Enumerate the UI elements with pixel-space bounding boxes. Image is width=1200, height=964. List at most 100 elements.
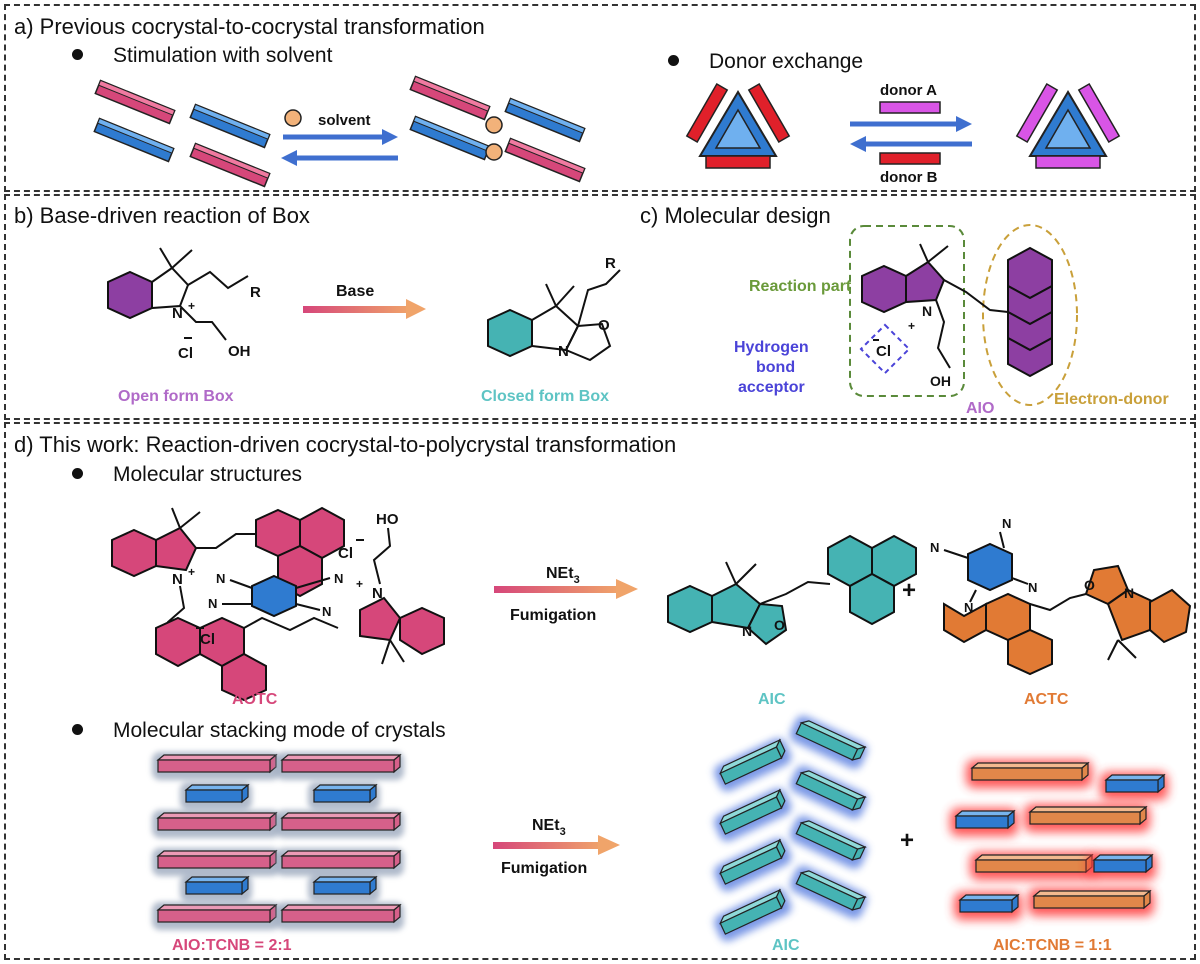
aio-slab (276, 810, 404, 838)
closed-form-label: Closed form Box (481, 388, 609, 405)
base-arrow: Base (303, 283, 426, 319)
svg-text:N: N (558, 343, 569, 360)
tcnb-slab (950, 808, 1018, 836)
aio-slab (152, 848, 280, 876)
svg-text:N: N (964, 600, 973, 615)
actc-label: ACTC (1024, 691, 1069, 708)
svg-text:R: R (250, 284, 261, 301)
svg-text:+: + (188, 565, 195, 579)
svg-text:O: O (1084, 577, 1095, 593)
aic-slab (714, 888, 792, 942)
triangle-red-complex (685, 82, 791, 169)
svg-text:N: N (216, 571, 225, 586)
plus-top: + (902, 577, 916, 604)
svg-text:Cl: Cl (338, 545, 353, 562)
aic-tcnb-label: AIC:TCNB = 1:1 (993, 937, 1112, 954)
solvent-arrows: solvent (281, 109, 398, 166)
open-form-label: Open form Box (118, 388, 234, 405)
panel-a-heading: a) Previous cocrystal-to-cocrystal trans… (14, 14, 485, 39)
aio-slab (276, 752, 404, 780)
net3-arrow-bottom: NEt3 Fumigation (493, 817, 620, 877)
svg-text:N: N (322, 604, 331, 619)
open-form-box-structure: R N + OH Cl (107, 247, 261, 362)
aic-slab (790, 815, 868, 869)
tcnb-slab (1100, 772, 1168, 800)
actc-structure: N N N N O N (930, 516, 1192, 676)
donor-a-label: donor A (880, 82, 937, 99)
tcnb-slab (308, 782, 380, 810)
svg-text:N: N (1028, 580, 1037, 595)
svg-text:+: + (356, 577, 363, 591)
aio-slab (152, 810, 280, 838)
panel-bc (4, 194, 1196, 420)
aic-stack-label: AIC (772, 937, 800, 954)
svg-text:N: N (922, 303, 932, 319)
panel-d-heading: d) This work: Reaction-driven cocrystal-… (14, 432, 677, 457)
svg-text:N: N (372, 585, 383, 602)
aic-slab (790, 715, 868, 769)
aio-slab (276, 848, 404, 876)
aic-slab-orange (1024, 804, 1150, 832)
panel-c-heading: c) Molecular design (640, 203, 831, 228)
panel-d (4, 422, 1196, 960)
aic-slab (714, 838, 792, 892)
solvent-right-stack (409, 75, 586, 183)
svg-text:R: R (605, 255, 616, 272)
electron-donor-ellipse (982, 224, 1078, 406)
svg-text:OH: OH (930, 373, 951, 389)
aic-slab (790, 765, 868, 819)
svg-text:+: + (188, 299, 195, 313)
svg-text:N: N (334, 571, 343, 586)
donor-b-label: donor B (880, 169, 938, 186)
bullet-structures: Molecular structures (72, 463, 302, 487)
panel-a (4, 4, 1196, 192)
triangle-magenta-complex (1015, 82, 1121, 169)
aic-slab-orange (970, 852, 1096, 880)
fumigation-label-bottom: Fumigation (501, 860, 587, 877)
reaction-part-label: Reaction part (749, 278, 852, 295)
tcnb-slab (180, 874, 252, 902)
svg-text:NEt3: NEt3 (532, 817, 566, 838)
svg-text:OH: OH (228, 343, 251, 360)
aic-slab (790, 865, 868, 919)
panel-b-heading: b) Base-driven reaction of Box (14, 203, 310, 228)
svg-text:Cl: Cl (178, 345, 193, 362)
fumigation-label-top: Fumigation (510, 607, 596, 624)
svg-text:O: O (598, 317, 610, 334)
aio-label: AIO (966, 400, 994, 417)
plus-bottom: + (900, 827, 914, 854)
tcnb-slab (308, 874, 380, 902)
reaction-part-box (849, 225, 965, 397)
closed-form-box-structure: R O N (487, 255, 621, 362)
donor-arrows: donor A donor B (850, 82, 972, 186)
svg-text:N: N (172, 305, 183, 322)
svg-text:N: N (208, 596, 217, 611)
tcnb-slab (1088, 852, 1156, 880)
svg-text:N: N (172, 571, 183, 588)
aio-tcnb-stack (152, 752, 404, 930)
aic-tcnb-stack (950, 760, 1168, 920)
svg-text:NEt3: NEt3 (546, 565, 580, 586)
base-label: Base (336, 283, 374, 300)
tcnb-slab (180, 782, 252, 810)
svg-text:Cl: Cl (200, 631, 215, 648)
aio-structure: N + OH Cl (859, 243, 1053, 389)
net3-arrow-top: NEt3 Fumigation (494, 565, 638, 624)
svg-text:O: O (774, 617, 785, 633)
aio-slab (276, 902, 404, 930)
solvent-molecule-icon (284, 109, 302, 127)
aio-tcnb-label: AIO:TCNB = 2:1 (172, 937, 292, 954)
svg-text:N: N (1124, 585, 1134, 601)
aio-slab (152, 752, 280, 780)
svg-text:N: N (742, 623, 752, 639)
svg-text:N: N (930, 540, 939, 555)
aic-label: AIC (758, 691, 786, 708)
electron-donor-label: Electron-donor (1054, 391, 1169, 408)
aotc-label: AOTC (232, 691, 278, 708)
svg-text:Cl: Cl (876, 343, 891, 360)
svg-text:+: + (908, 319, 915, 333)
bullet-solvent: Stimulation with solvent (72, 44, 332, 68)
aic-slab (714, 788, 792, 842)
